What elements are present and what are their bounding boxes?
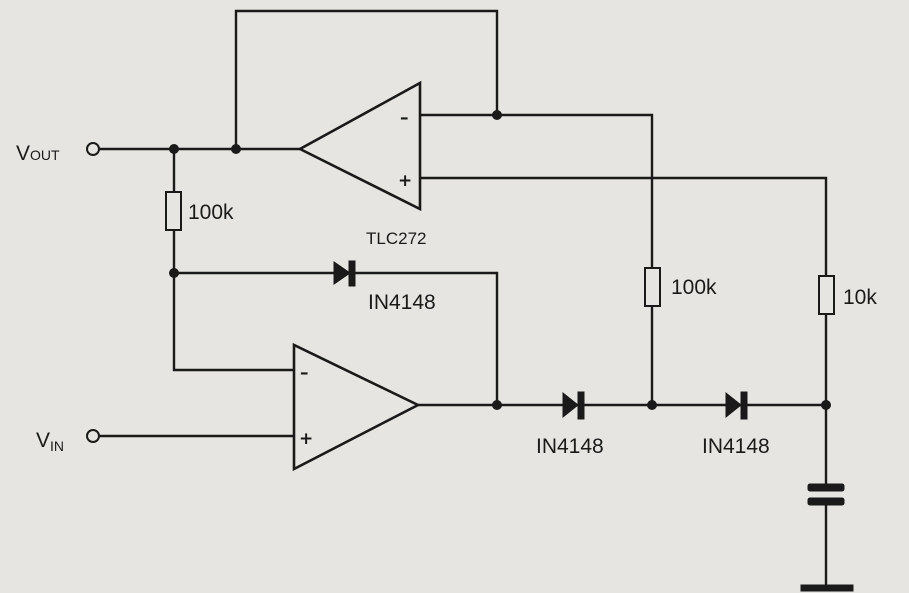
opamp-top-body (297, 80, 422, 212)
resistor-feedback: 100k (165, 191, 234, 231)
diode-out-2-label: IN4148 (702, 435, 770, 458)
diode-feedback-body (333, 261, 351, 285)
wire-r1-to-node (172, 228, 296, 372)
resistor-mid-label: 100k (671, 276, 717, 299)
resistor-mid: 100k (644, 267, 717, 307)
junction-vout-r1 (169, 144, 179, 154)
resistor-feedback-body (165, 191, 182, 231)
opamp-bottom-plus-label: + (299, 429, 313, 449)
opamp-top-plus-label: + (398, 171, 412, 191)
diode-feedback-bar (348, 260, 356, 287)
diode-out-2-body (725, 391, 742, 419)
diode-out-2-bar (740, 391, 748, 420)
junction-right-node (821, 400, 831, 410)
diode-out-1-label: IN4148 (536, 435, 604, 458)
wire-top-plus-input (418, 176, 828, 278)
diode-out-1: IN4148 (536, 391, 604, 458)
opamp-top: – + TLC272 (297, 80, 426, 248)
junctions (169, 110, 831, 410)
terminal-vout-label: VOUT (16, 142, 60, 165)
diode-feedback-label: IN4148 (368, 291, 436, 314)
diode-out-2: IN4148 (702, 391, 770, 458)
junction-vout-loop (231, 144, 241, 154)
junction-r1-diode (169, 268, 179, 278)
capacitor (807, 483, 845, 506)
terminal-vin: VIN (36, 429, 100, 454)
ground (800, 584, 854, 592)
diode-out-1-bar (577, 391, 585, 420)
ground-bar (800, 584, 854, 592)
opamp-bottom-minus-label: – (300, 363, 309, 383)
opamp-bottom-body (292, 342, 421, 472)
terminal-vin-circle (86, 429, 100, 443)
capacitor-plate-bottom (807, 497, 845, 506)
opamp-top-minus-label: – (400, 108, 409, 128)
resistor-right-label: 10k (843, 286, 877, 309)
diode-feedback: IN4148 (333, 260, 436, 314)
junction-rmid-output (647, 400, 657, 410)
terminal-vout: VOUT (16, 142, 100, 165)
wire-feedback-diode (172, 271, 499, 407)
resistor-feedback-label: 100k (188, 201, 234, 224)
terminal-vout-circle (86, 142, 100, 156)
wires (98, 9, 828, 590)
capacitor-plate-top (807, 483, 845, 492)
resistor-right-body (818, 275, 835, 315)
opamp-bottom: – + (292, 342, 421, 472)
wire-top-minus-input (418, 113, 654, 270)
resistor-right: 10k (818, 275, 877, 315)
wire-top-feedback-loop (234, 9, 499, 151)
junction-bottom-output (492, 400, 502, 410)
resistor-mid-body (644, 267, 661, 307)
junction-top-minus (492, 110, 502, 120)
terminal-vin-label: VIN (36, 429, 64, 454)
opamp-top-part-label: TLC272 (366, 229, 426, 248)
diode-out-1-body (562, 391, 579, 419)
